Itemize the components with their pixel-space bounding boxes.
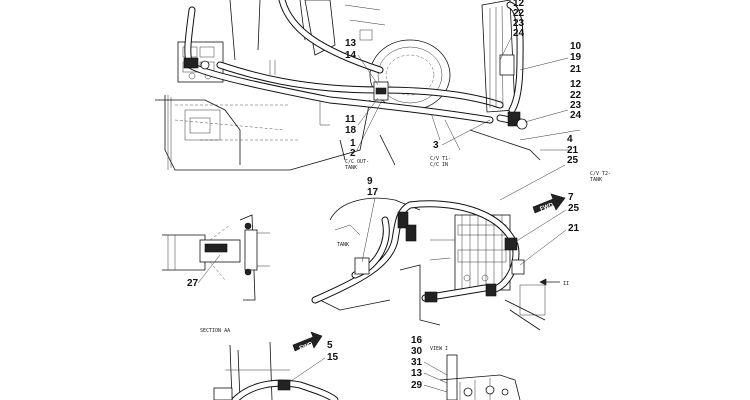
- callout-4: 4: [567, 134, 573, 145]
- callout-21: 21: [567, 145, 579, 156]
- svg-text:FWD: FWD: [299, 341, 315, 352]
- view-mark: II: [563, 281, 569, 287]
- callout-14: 14: [345, 50, 357, 61]
- section-aa-detail: [162, 214, 270, 301]
- callout-12: 12: [513, 0, 525, 9]
- callout-19: 19: [570, 52, 582, 63]
- callout-27: 27: [187, 278, 199, 289]
- callout-21: 21: [568, 223, 580, 234]
- callout-16: 16: [411, 335, 423, 346]
- callout-13: 13: [345, 38, 357, 49]
- fwd-arrow-icon: FWD: [292, 331, 323, 352]
- fwd-arrow-icon: FWD: [532, 193, 566, 214]
- note-ct1-in: C/C IN: [430, 162, 448, 168]
- callout-1: 1: [350, 138, 356, 149]
- callout-3: 3: [433, 140, 439, 151]
- callout-24: 24: [570, 110, 582, 121]
- callout-31: 31: [411, 357, 423, 368]
- callout-9: 9: [367, 176, 373, 187]
- view-i-assembly: [439, 354, 521, 400]
- note-ct2-tank: TANK: [590, 177, 602, 183]
- callout-18: 18: [345, 125, 357, 136]
- note-ct1: C/V T1-: [430, 156, 451, 162]
- callout-10: 10: [570, 41, 582, 52]
- callout-13: 13: [411, 368, 423, 379]
- note-co-out: C/C OUT-: [345, 159, 369, 165]
- callout-5: 5: [327, 340, 333, 351]
- callout-7: 7: [568, 192, 574, 203]
- callout-17: 17: [367, 187, 379, 198]
- bottom-left-assembly: [213, 341, 339, 400]
- section-label: SECTION AA: [200, 328, 230, 334]
- note-tank: TANK: [337, 242, 349, 248]
- callout-25: 25: [568, 203, 580, 214]
- callout-23: 23: [570, 100, 582, 111]
- note-ct2: C/V T2-: [590, 171, 611, 177]
- note-co-out-tank: TANK: [345, 165, 357, 171]
- view-arrow-icon: [539, 278, 560, 286]
- callout-25: 25: [567, 155, 579, 166]
- svg-text:FWD: FWD: [539, 202, 555, 213]
- callout-21: 21: [570, 64, 582, 75]
- callout-11: 11: [345, 114, 356, 125]
- callout-30: 30: [411, 346, 423, 357]
- callout-12: 12: [570, 79, 582, 90]
- middle-assembly: [311, 197, 546, 331]
- callout-24: 24: [513, 28, 525, 39]
- callout-29: 29: [411, 380, 423, 391]
- callout-15: 15: [327, 352, 339, 363]
- top-assembly: [155, 0, 581, 171]
- view-label: VIEW I: [430, 346, 448, 352]
- callout-23: 23: [513, 18, 525, 29]
- callout-22: 22: [570, 90, 582, 101]
- callout-22: 22: [513, 8, 525, 19]
- callout-2: 2: [350, 148, 356, 159]
